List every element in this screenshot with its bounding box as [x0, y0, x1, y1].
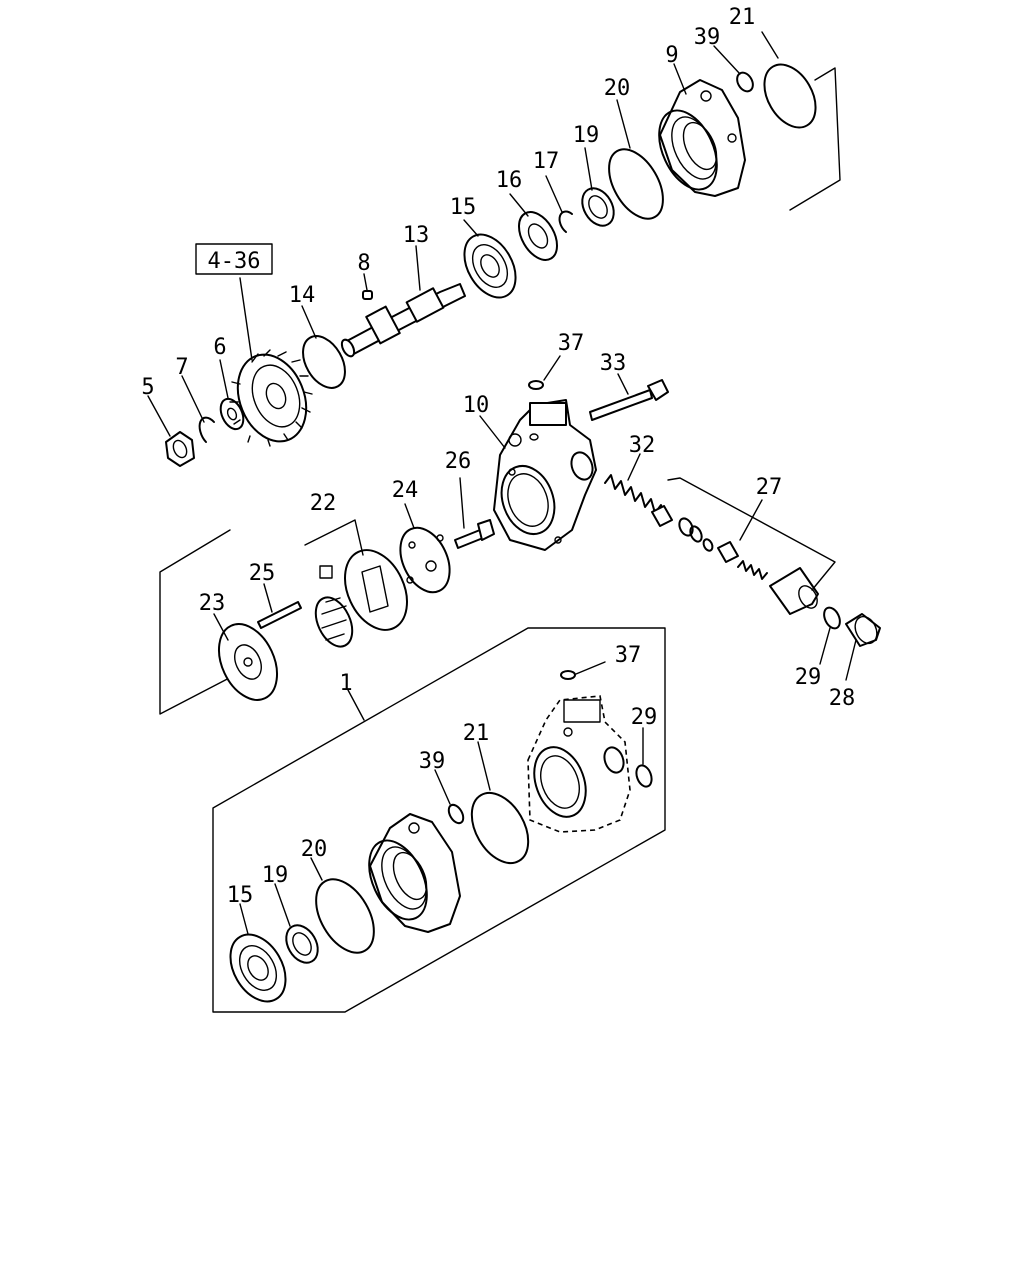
callout-1: 1: [339, 671, 352, 696]
callout-10: 10: [463, 393, 490, 418]
callout-15-lower: 15: [227, 883, 254, 908]
part-23-rear-plate: [217, 623, 279, 701]
callout-25: 25: [249, 561, 276, 586]
callout-27: 27: [756, 475, 783, 500]
reference-box-label: 4-36: [208, 249, 261, 274]
part-28-plug: [845, 613, 881, 647]
part-9-front-cover-lower: [368, 813, 461, 933]
part-26-bolt: [454, 519, 495, 549]
part-16-washer: [518, 211, 558, 261]
part-15-ball-bearing-lower: [229, 933, 287, 1003]
callout-32: 32: [629, 433, 656, 458]
callout-20: 20: [604, 76, 631, 101]
callout-22: 22: [310, 491, 337, 516]
part-21-o-ring: [763, 63, 817, 129]
callout-5: 5: [141, 375, 154, 400]
part-29-o-ring-lower: [635, 764, 653, 788]
callout-37: 37: [558, 331, 585, 356]
callout-20-lower: 20: [301, 837, 328, 862]
part-19-oil-seal-lower: [285, 924, 319, 964]
callout-13: 13: [403, 223, 430, 248]
callout-7: 7: [175, 355, 188, 380]
callout-23: 23: [199, 591, 226, 616]
part-8-key: [362, 290, 373, 300]
part-1-pump-body-dashed: [527, 695, 631, 833]
part-7-lock-washer: [198, 416, 215, 443]
part-17-snap-ring: [558, 210, 573, 233]
callouts: 21 39 9 20 19 17 16 15 13 8 14 6 7 5 37 …: [141, 5, 855, 908]
part-39-small-ring: [736, 71, 754, 93]
callout-8: 8: [357, 251, 370, 276]
part-6-washer: [219, 397, 245, 431]
reference-box: 4-36: [195, 243, 273, 275]
part-22-cam-ring: [304, 519, 408, 631]
callout-9: 9: [665, 43, 678, 68]
part-24-side-plate: [399, 526, 451, 594]
part-20-o-ring: [608, 148, 664, 220]
upper-frame-lines: [159, 67, 841, 715]
part-13-drive-shaft: [340, 283, 466, 358]
callout-19-lower: 19: [262, 863, 289, 888]
callout-16: 16: [496, 168, 523, 193]
callout-37-lower: 37: [615, 643, 642, 668]
callout-29: 29: [795, 665, 822, 690]
callout-28: 28: [829, 686, 856, 711]
part-9-front-cover: [658, 79, 746, 197]
part-15-ball-bearing: [463, 233, 517, 299]
leader-lines: [147, 31, 857, 935]
callout-15: 15: [450, 195, 477, 220]
callout-29-lower: 29: [631, 705, 658, 730]
part-27-flow-control-valve: [651, 477, 836, 615]
part-37-o-ring-upper: [528, 380, 544, 390]
part-21-o-ring-lower: [470, 791, 530, 865]
part-33-bolt: [589, 379, 669, 421]
callout-14: 14: [289, 283, 316, 308]
callout-6: 6: [213, 335, 226, 360]
part-37-o-ring-lower: [560, 670, 576, 680]
part-22-rotor: [314, 596, 354, 648]
callout-24: 24: [392, 478, 419, 503]
callout-21-lower: 21: [463, 721, 490, 746]
callout-19: 19: [573, 123, 600, 148]
callout-17: 17: [533, 149, 560, 174]
callout-21: 21: [729, 5, 756, 30]
lower-assembly-frame: [212, 627, 666, 1013]
part-20-o-ring-lower: [315, 878, 375, 954]
callout-39: 39: [694, 25, 721, 50]
part-29-o-ring-upper: [823, 606, 841, 630]
part-25-pin: [257, 601, 302, 629]
part-5-nut: [165, 431, 195, 467]
part-19-oil-seal: [581, 187, 615, 227]
callout-26: 26: [445, 449, 472, 474]
part-39-small-ring-lower: [447, 803, 465, 825]
part-14-snap-ring: [302, 335, 346, 389]
callout-33: 33: [600, 351, 627, 376]
part-10-pump-body: [493, 399, 597, 551]
callout-39-lower: 39: [419, 749, 446, 774]
